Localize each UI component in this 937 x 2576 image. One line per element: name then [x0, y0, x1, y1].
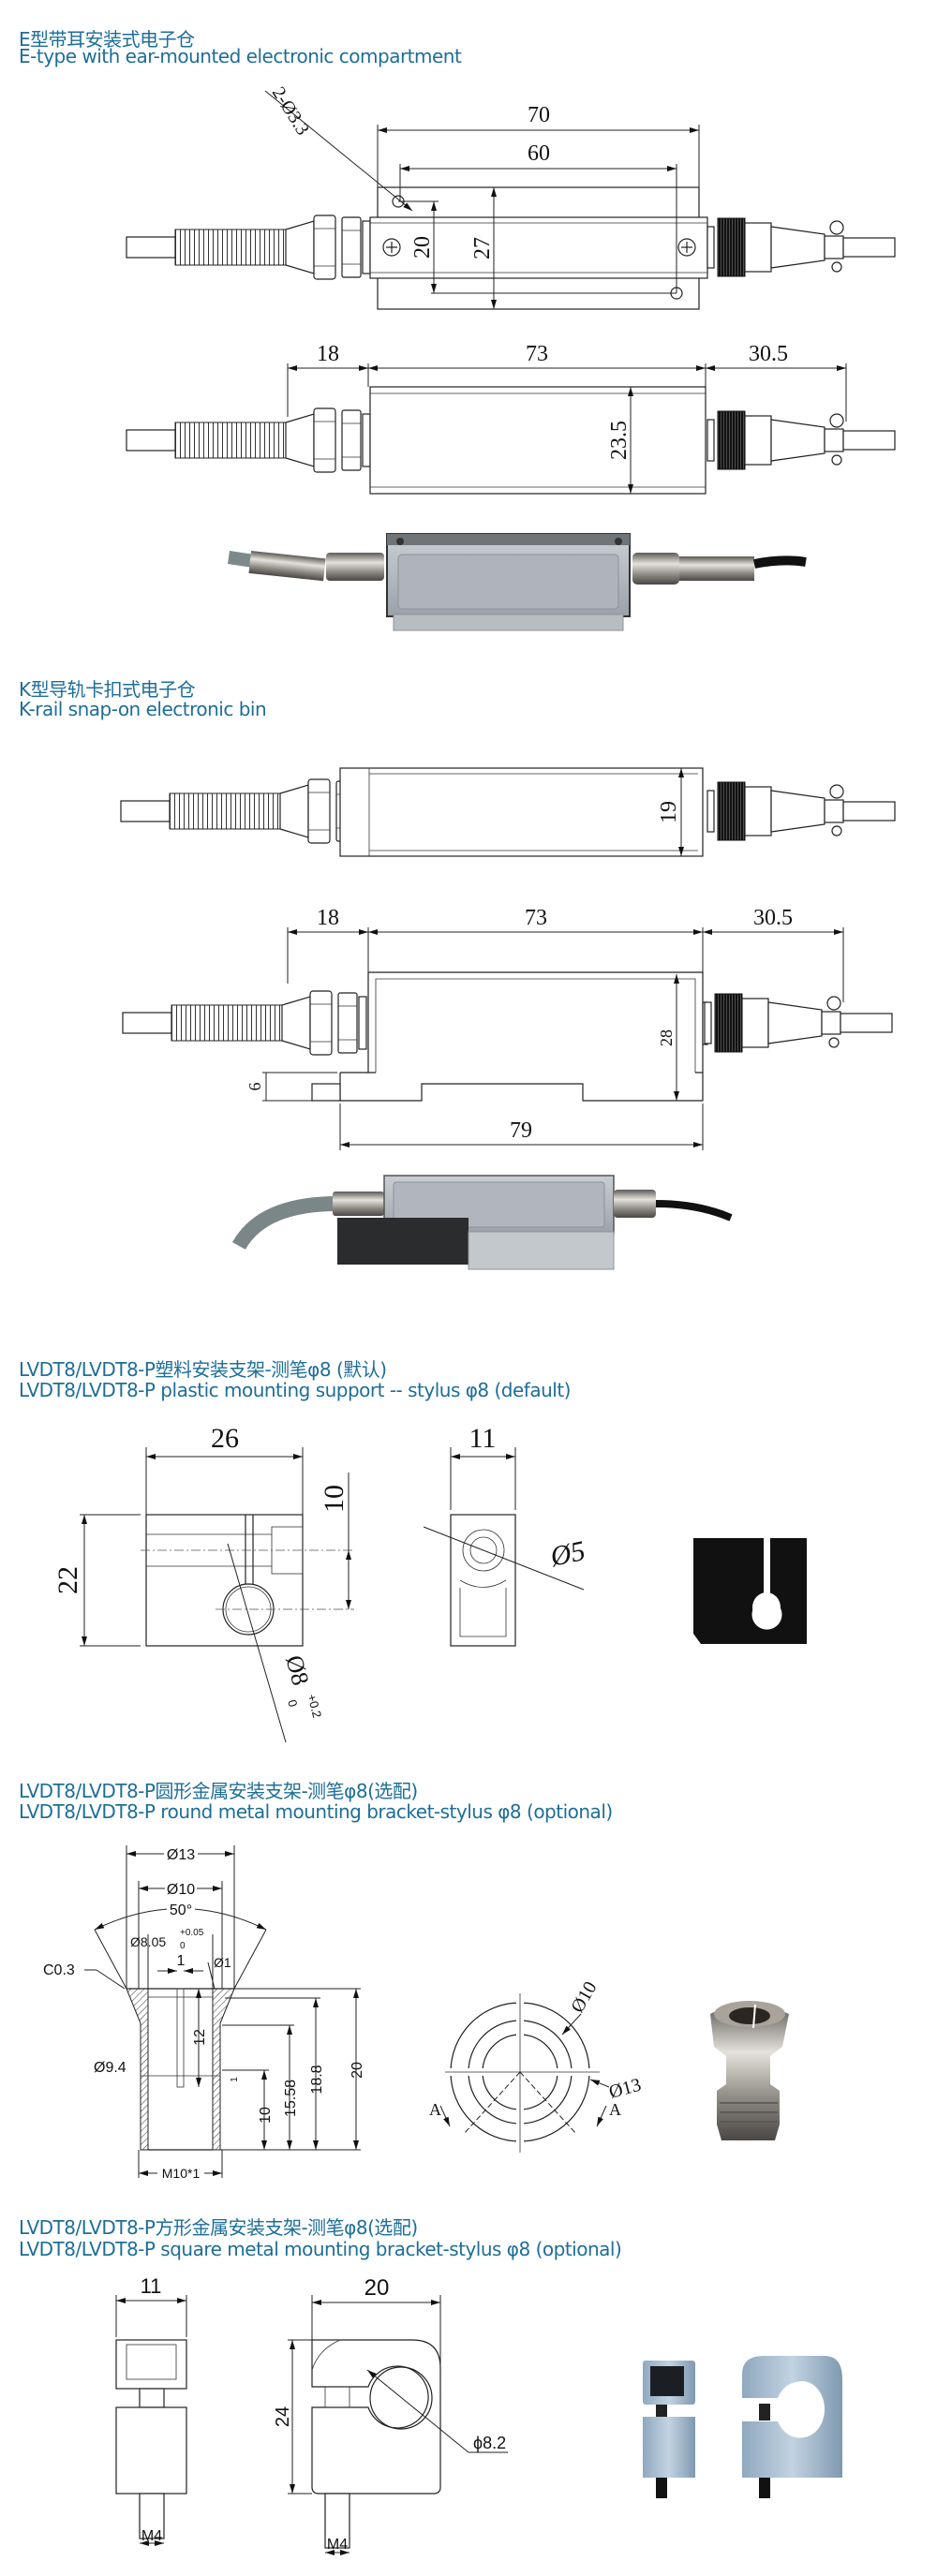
bore-tol-lower: 0: [180, 1941, 186, 1951]
dim-20: 20: [364, 2275, 390, 2301]
dim-73: 73: [525, 906, 547, 930]
dim-6: 6: [245, 1083, 264, 1091]
dim-60: 60: [528, 141, 550, 166]
round-bracket-title-en: LVDT8/LVDT8-P round metal mounting brack…: [19, 1800, 613, 1823]
dim-15-58: 15.58: [283, 2080, 299, 2117]
square-bracket-title-zh: LVDT8/LVDT8-P方形金属安装支架-测笔φ8(选配): [19, 2216, 418, 2239]
dim-12: 12: [192, 2029, 208, 2046]
round-bracket-title-zh: LVDT8/LVDT8-P圆形金属安装支架-测笔φ8(选配): [19, 1780, 418, 1802]
dim-bore: Ø8.05: [130, 1934, 166, 1949]
k-type-title-en: K-rail snap-on electronic bin: [19, 698, 267, 720]
dim-11: 11: [469, 1423, 497, 1454]
hole-dim-8: Ø8: [280, 1652, 314, 1688]
k-type-side-view: 18 73 30.5 28 6 79: [122, 906, 893, 1150]
compartment-body: [339, 767, 704, 857]
e-type-product-photo: [228, 533, 807, 631]
dim-20: 20: [410, 236, 435, 259]
dim-m4: M4: [141, 2528, 162, 2544]
tolerance-upper: +0.2: [305, 1693, 324, 1720]
dim-d9-4: Ø9.4: [94, 2060, 126, 2076]
dim-73: 73: [526, 342, 548, 366]
e-type-top-view: 70 60 20 27 2-Ø3.3: [126, 83, 896, 310]
dim-hole-8-2: ϕ8.2: [473, 2434, 506, 2452]
dim-30-5: 30.5: [749, 342, 788, 366]
square-bracket-front-view: 20 24 ϕ8.2 M4: [273, 2275, 508, 2555]
dim-chamfer: C0.3: [43, 1962, 75, 1978]
section-mark-a: A: [429, 2100, 441, 2119]
dim-19: 19: [657, 801, 681, 823]
plastic-support-side-view: 11 Ø5: [423, 1423, 588, 1647]
square-bracket-title-en: LVDT8/LVDT8-P square metal mounting brac…: [19, 2238, 622, 2260]
dim-79: 79: [510, 1118, 532, 1143]
k-type-product-photo: [232, 1175, 733, 1270]
dim-23-5: 23.5: [607, 421, 632, 460]
section-mark-a: A: [609, 2100, 621, 2119]
k-type-title-zh: K型导轨卡扣式电子仓: [19, 678, 196, 701]
dim-24: 24: [273, 2406, 293, 2427]
plastic-support-title-zh: LVDT8/LVDT8-P塑料安装支架-测笔φ8 (默认): [19, 1358, 387, 1381]
dim-22: 22: [52, 1566, 83, 1594]
dim-26: 26: [211, 1423, 239, 1454]
dim-10: 10: [258, 2107, 274, 2124]
plastic-support-title-en: LVDT8/LVDT8-P plastic mounting support -…: [19, 1379, 571, 1401]
dim-d13: Ø13: [607, 2075, 644, 2103]
dim-10: 10: [319, 1485, 350, 1513]
plastic-support-front-view: 26 22 10 Ø8 +0.2 0: [52, 1423, 354, 1743]
k-type-top-view: 19: [120, 767, 896, 857]
bore-tol-upper: +0.05: [180, 1928, 204, 1938]
hole-note: 2-Ø3.3: [268, 83, 313, 139]
compartment-body: [369, 386, 706, 495]
screw-icon: [677, 238, 696, 257]
dim-m4: M4: [327, 2537, 348, 2553]
dim-70: 70: [528, 103, 550, 127]
dim-d10: Ø10: [567, 1978, 601, 2017]
tolerance-lower: 0: [285, 1698, 300, 1709]
e-type-title-zh: E型带耳安装式电子仓: [19, 28, 195, 51]
dim-11: 11: [141, 2274, 162, 2298]
dim-slot-1: 1: [177, 1953, 186, 1969]
dim-30-5: 30.5: [753, 906, 793, 930]
square-bracket-photo: [643, 2356, 842, 2498]
dim-18: 18: [317, 342, 339, 366]
din-rail-clip: [339, 1072, 704, 1102]
dim-angle-50: 50°: [170, 1902, 192, 1918]
screw-icon: [382, 238, 401, 257]
round-bracket-end-view: Ø10 Ø13 A A: [429, 1978, 644, 2153]
square-bracket-side-view: 11 M4: [115, 2274, 187, 2546]
dim-20: 20: [350, 2062, 365, 2079]
dim-18: 18: [317, 906, 339, 930]
dim-27: 27: [470, 237, 495, 259]
round-bracket-section-view: Ø13 Ø10 50° Ø8.05 +0.05 0 1 C0.3 Ø1 Ø9.4…: [43, 1843, 365, 2181]
dim-d1: Ø1: [214, 1955, 231, 1970]
plastic-support-photo: [693, 1538, 807, 1644]
dim-d10: Ø10: [167, 1882, 195, 1898]
e-type-side-view: 18 73 30.5 23.5: [126, 342, 896, 495]
e-type-title-en: E-type with ear-mounted electronic compa…: [19, 45, 462, 67]
dim-18-8: 18.8: [309, 2065, 325, 2094]
dim-d13: Ø13: [167, 1847, 195, 1863]
dim-thread-m10: M10*1: [162, 2166, 201, 2181]
dim-1: 1: [230, 2077, 240, 2082]
round-bracket-photo: [710, 2001, 789, 2140]
hole-dim-5: Ø5: [547, 1535, 588, 1573]
dim-28: 28: [657, 1029, 676, 1046]
